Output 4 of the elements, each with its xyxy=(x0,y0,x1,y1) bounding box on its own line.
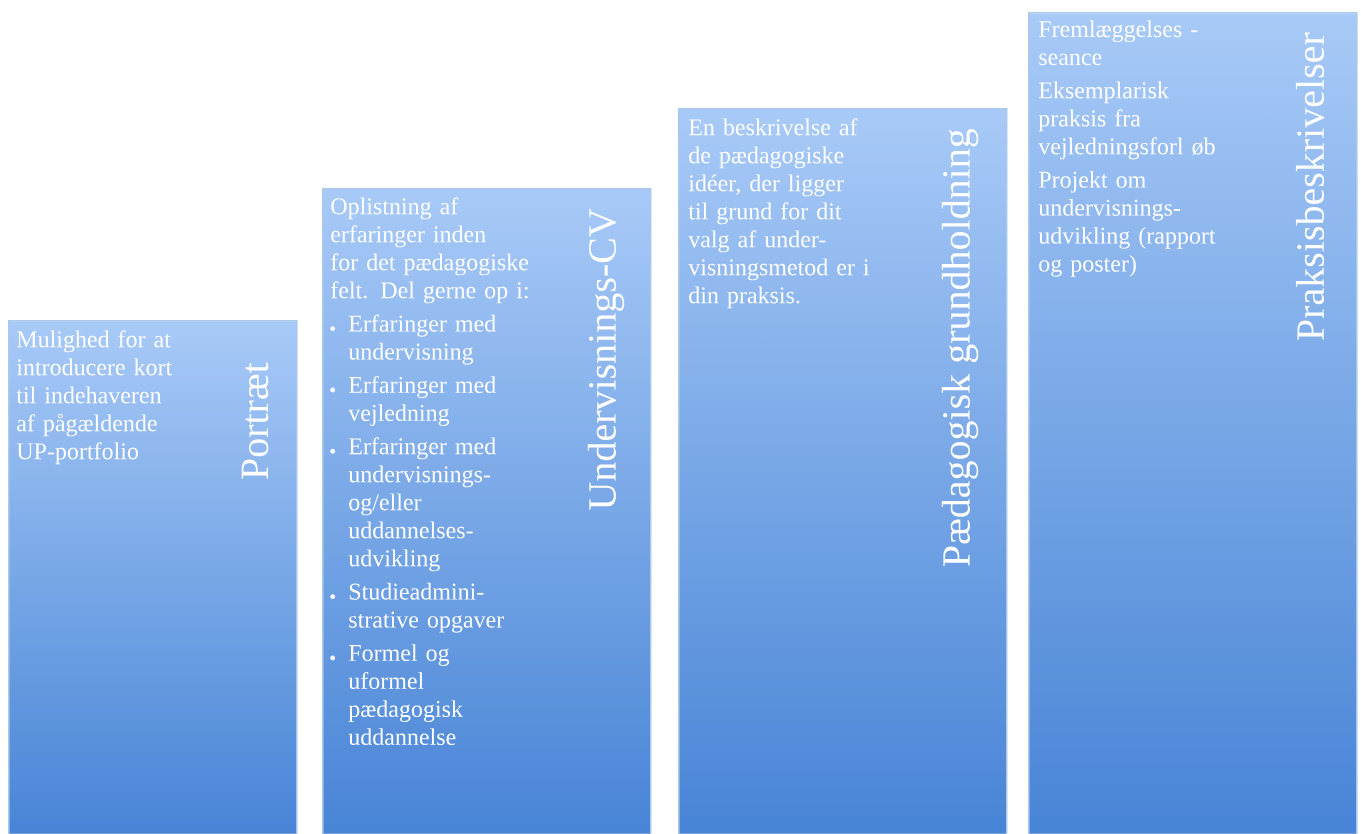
column-box: Fremlæggelses -seance Eksemplarisk praksis fra vejledningsforl øb Projekt om undervisnings- udvikling (rapport og poster) Praksisbeskrivelser xyxy=(1028,12,1358,834)
column-box: En beskrivelse af de pædagogiske idéer, der ligger til grund for dit valg af under- visningsmetod er i din praksis. Pædagogisk grundholdning xyxy=(678,108,1008,834)
column-box: Oplistning af erfaringer inden for det pædagogiske felt. Del gerne op i: Erfaringer med undervisning Erfaringer med vejledning Erfaringer med undervisnings- og/eller uddannelses- udvikling Studieadmini- strative opgaver Formel og uformel pædagogisk uddannelse Undervisnings-CV xyxy=(322,188,652,834)
column-box: Mulighed for at introducere kort til indehaveren af pågældende UP-portfolio Portræt xyxy=(8,320,298,834)
